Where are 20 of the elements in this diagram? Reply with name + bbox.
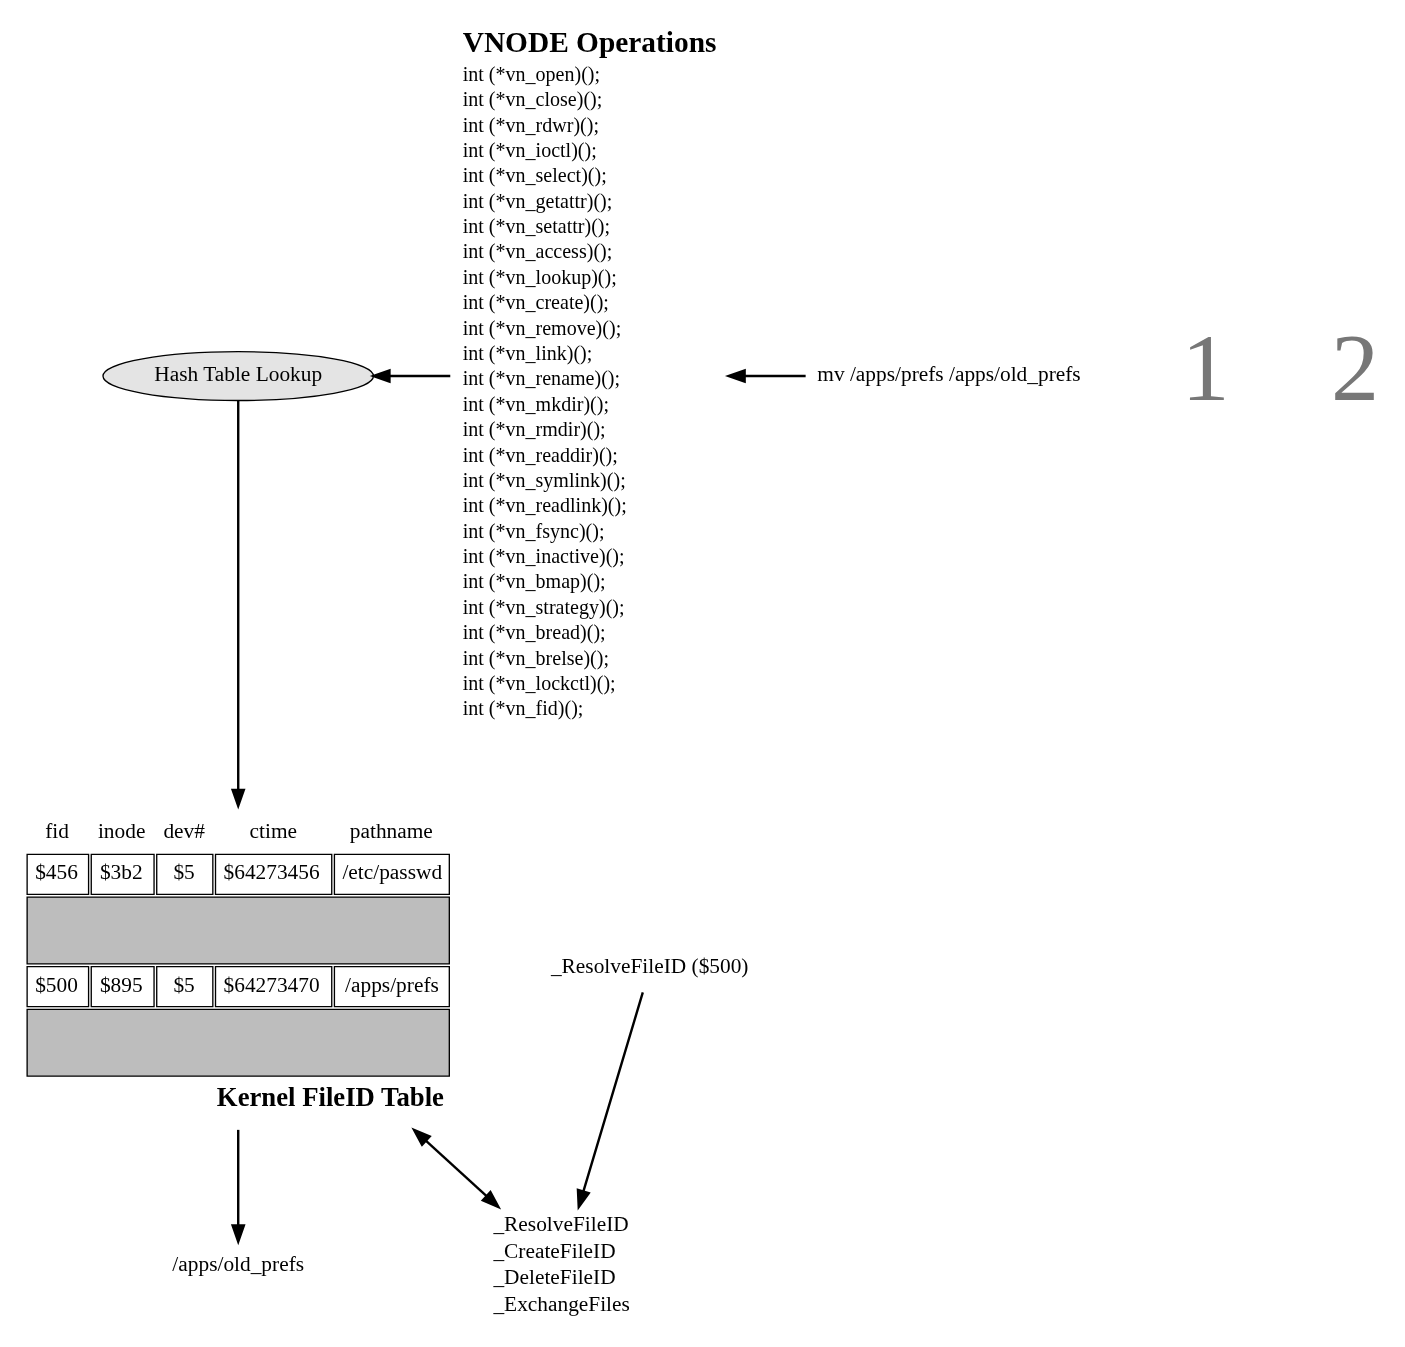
label: 2 — [1331, 313, 1380, 421]
arrow — [411, 1126, 502, 1209]
node-label: ctime — [249, 818, 298, 843]
node-label: Kernel FileID Table — [216, 1081, 444, 1112]
node-label: dev# — [163, 818, 205, 843]
arrow — [230, 400, 246, 810]
node-text: _ResolveFileID _CreateFileID _DeleteFileID _ExchangeFiles — [493, 1211, 630, 1316]
node-label: inode — [97, 818, 146, 843]
arrow — [230, 1129, 246, 1245]
arrow — [369, 368, 451, 383]
node-label: fid — [45, 818, 69, 843]
arrow — [724, 368, 806, 383]
node-text: VNODE Operations int (*vn_open)(); int (*vn_close)(); int (*vn_rdwr)(); int (*vn_ioctl)(); int (*vn_select)(); int (*vn_getattr)(); int (*vn_setattr)(); int (*vn_access)(); int (*vn_lookup)(); int (*vn_create)(); int (*vn_remove)(); int (*vn_link)(); int (*vn_rename)(); int (*vn_mkdir)(); int (*vn_rmdir)(); int (*vn_readdir)(); int (*vn_symlink)(); int (*vn_readlink)(); int (*vn_fsync)(); int (*vn_inactive)(); int (*vn_bmap)(); int (*vn_strategy)(); int (*vn_bread)(); int (*vn_brelse)(); int (*vn_lockctl)(); int (*vn_fid)(); — [462, 25, 717, 719]
node-text: _ResolveFileID ($500) — [550, 953, 749, 978]
arrow — [576, 991, 644, 1210]
node-ellipse: Hash Table Lookup — [102, 350, 375, 401]
label: 1 — [1181, 313, 1230, 421]
node-text: /apps/old_prefs — [172, 1251, 305, 1276]
node-label: pathname — [349, 818, 433, 843]
node-text: mv /apps/prefs /apps/old_prefs — [817, 361, 1081, 386]
